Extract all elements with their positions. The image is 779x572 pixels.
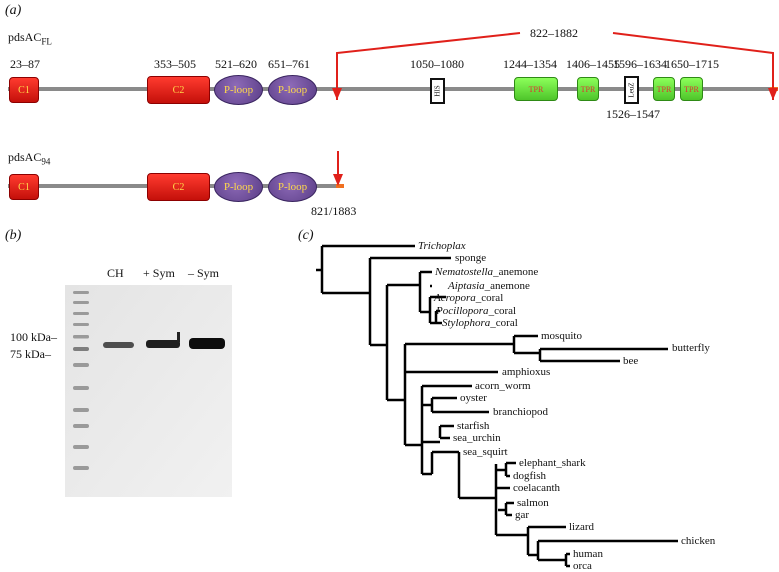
- ploop1-domain: P-loop: [214, 75, 263, 105]
- trunc-track-end: [336, 184, 344, 188]
- tpr4-domain: TPR: [680, 77, 703, 101]
- lane-label-plus-sym: + Sym: [143, 266, 175, 280]
- lane-label-minus-sym: – Sym: [188, 266, 220, 280]
- tpr4-range: 1650–1715: [665, 57, 719, 71]
- taxon-chicken: chicken: [681, 535, 716, 547]
- tpr3-range: 1596–1634: [613, 57, 667, 71]
- tpr2-domain: TPR: [577, 77, 599, 101]
- c1-range: 23–87: [10, 57, 40, 71]
- taxon-dogfish: dogfish: [513, 470, 546, 482]
- c2-domain: C2: [147, 76, 210, 104]
- taxon-sea-urchin: sea_urchin: [453, 432, 501, 444]
- taxon-butterfly: butterfly: [672, 342, 710, 354]
- taxon-lizard: lizard: [569, 521, 595, 533]
- trunc-ploop1-domain: P-loop: [214, 172, 263, 202]
- marker-100kda: 100 kDa–: [10, 330, 57, 344]
- taxon-pocillopora: Pocillopora_coral: [436, 305, 517, 317]
- taxon-acorn-worm: acorn_worm: [475, 380, 531, 392]
- taxon-bee: bee: [623, 355, 639, 367]
- tpr1-range: 1244–1354: [503, 57, 557, 71]
- trunc-site-label: 821/1883: [311, 204, 357, 218]
- trunc-c1-domain: C1: [9, 174, 39, 200]
- taxon-amphioxus: amphioxus: [502, 366, 551, 378]
- western-blot: [65, 285, 232, 497]
- taxon-trichoplax: Trichoplax: [418, 240, 466, 252]
- taxon-nematostella: Nematostella_anemone: [435, 266, 539, 278]
- his-range: 1050–1080: [410, 57, 464, 71]
- deletion-bracket: [332, 32, 778, 100]
- tpr1-domain: TPR: [514, 77, 558, 101]
- band-minus-sym: [189, 338, 225, 349]
- taxon-oyster: oyster: [460, 392, 487, 404]
- panel-b-label: (b): [5, 228, 22, 243]
- trunc-construct-title: pdsAC94: [8, 150, 51, 167]
- taxon-aiptasia: Aiptasia_anemone: [448, 280, 530, 292]
- tpr2-range: 1406–1455: [566, 57, 620, 71]
- marker-75kda: 75 kDa–: [10, 347, 51, 361]
- his-domain: HIS: [430, 78, 445, 104]
- taxon-acropora: Acropora_coral: [434, 292, 504, 304]
- fl-track: [8, 87, 772, 91]
- trunc-ploop2-domain: P-loop: [268, 172, 317, 202]
- taxon-elephant-shark: elephant_shark: [519, 457, 586, 469]
- taxon-salmon: salmon: [517, 497, 549, 509]
- taxon-sea-squirt: sea_squirt: [463, 446, 508, 458]
- taxon-mosquito: mosquito: [541, 330, 582, 342]
- taxon-human: human: [573, 548, 603, 560]
- panel-a-label: (a): [5, 3, 22, 18]
- taxon-branchiopod: branchiopod: [493, 406, 548, 418]
- ploop1-range: 521–620: [215, 57, 257, 71]
- band-plus-sym: [146, 340, 180, 348]
- taxon-starfish: starfish: [457, 420, 490, 432]
- taxon-stylophora: Stylophora_coral: [442, 317, 518, 329]
- tpr3-domain: TPR: [653, 77, 675, 101]
- leuz-range: 1526–1547: [606, 107, 660, 121]
- ploop2-domain: P-loop: [268, 75, 317, 105]
- band-ch: [103, 342, 134, 348]
- trunc-site-arrow: [333, 151, 343, 186]
- phylogenetic-tree: [316, 244, 678, 568]
- deletion-range: 822–1882: [530, 26, 578, 40]
- c2-range: 353–505: [154, 57, 196, 71]
- taxon-coelacanth: coelacanth: [513, 482, 561, 494]
- lane-label-ch: CH: [107, 266, 124, 280]
- c1-domain: C1: [9, 77, 39, 103]
- trunc-c2-domain: C2: [147, 173, 210, 201]
- taxon-orca: orca: [573, 560, 592, 572]
- taxon-gar: gar: [515, 509, 530, 521]
- ploop2-range: 651–761: [268, 57, 310, 71]
- panel-c-label: (c): [298, 228, 314, 243]
- taxon-sponge: sponge: [455, 252, 487, 264]
- fl-construct-title: pdsACFL: [8, 30, 52, 47]
- leuz-domain: LeuZ: [624, 76, 639, 104]
